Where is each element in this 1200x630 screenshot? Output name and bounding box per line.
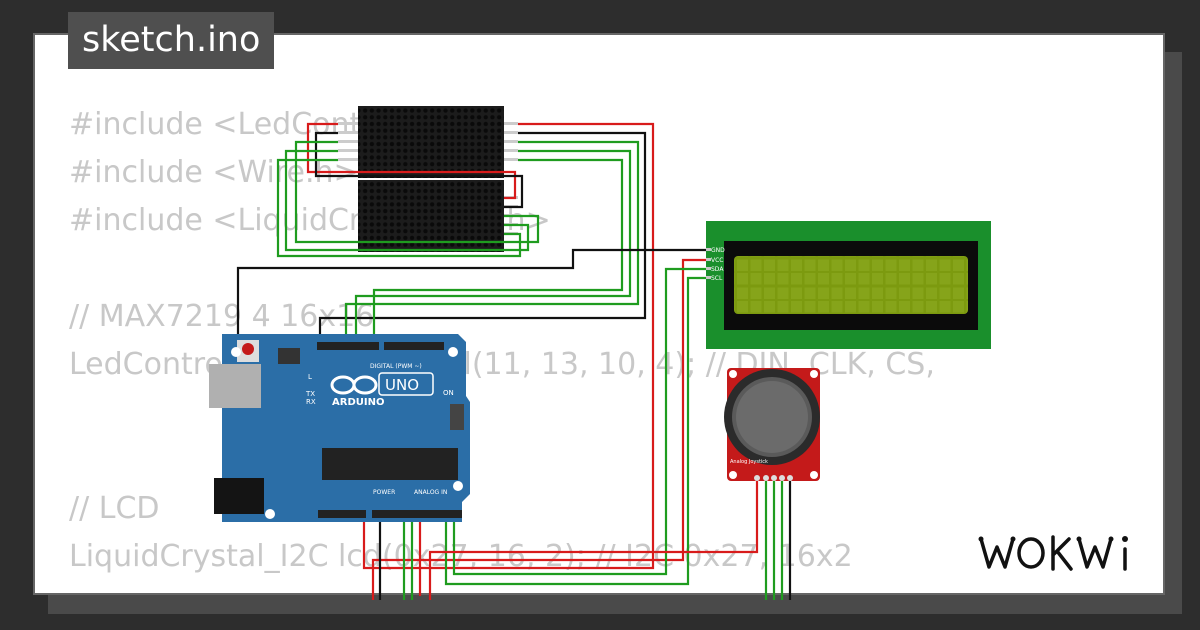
sketch-title: sketch.ino bbox=[68, 12, 275, 69]
arduino-analog-label: ANALOG IN bbox=[414, 489, 447, 496]
led-matrix-module[interactable] bbox=[338, 106, 518, 252]
code-line: // MAX7219 4 16x16 bbox=[69, 299, 375, 334]
arduino-rx-label: RX bbox=[306, 398, 316, 406]
wires bbox=[236, 122, 792, 600]
arduino-on-label: ON bbox=[443, 389, 454, 397]
arduino-brand: ARDUINO bbox=[332, 397, 384, 408]
lcd-pin-scl: SCL bbox=[711, 275, 723, 282]
arduino-digital-label: DIGITAL (PWM ~) bbox=[370, 363, 422, 370]
arduino-tx-label: TX bbox=[305, 390, 315, 398]
arduino-model: UNO bbox=[385, 376, 419, 394]
lcd-pin-vcc: VCC bbox=[711, 257, 723, 264]
wokwi-logo bbox=[978, 535, 1128, 571]
arduino-l-label: L bbox=[308, 373, 312, 381]
joystick-module[interactable]: Analog Joystick bbox=[724, 368, 820, 481]
lcd-pin-gnd: GND bbox=[711, 247, 725, 254]
lcd-pin-sda: SDA bbox=[711, 266, 724, 273]
joystick-label: Analog Joystick bbox=[730, 459, 768, 465]
code-line: // LCD bbox=[69, 491, 160, 526]
lcd-module[interactable]: GND VCC SDA SCL bbox=[706, 221, 991, 349]
arduino-uno-board[interactable]: UNO ARDUINO ON L TX RX DIGITAL (PWM ~) P… bbox=[209, 334, 470, 522]
arduino-power-label: POWER bbox=[373, 489, 395, 496]
